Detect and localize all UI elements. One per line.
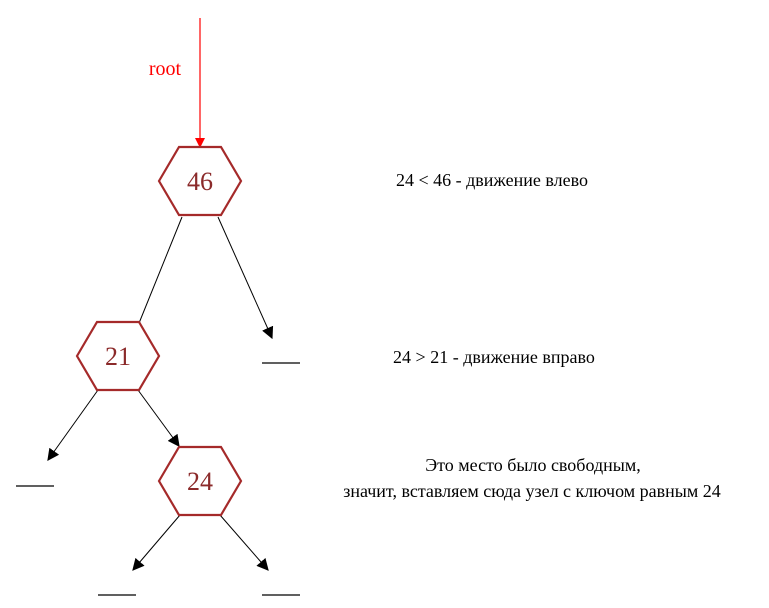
node-key: 21	[105, 342, 131, 371]
edge-21-right	[137, 389, 180, 447]
node-hexagon	[157, 445, 243, 517]
edge-46-left	[131, 216, 183, 340]
tree-node-21: 21	[75, 320, 161, 392]
node-key: 46	[187, 167, 213, 196]
note-step-1: 24 < 46 - движение влево	[396, 170, 588, 190]
root-pointer: root	[149, 18, 205, 148]
tree-node-24: 24	[157, 445, 243, 517]
edge-46-right	[217, 216, 274, 340]
node-hexagon	[157, 145, 243, 217]
edge-24-right	[219, 514, 269, 571]
node-key: 24	[187, 467, 213, 496]
node-hexagon	[75, 320, 161, 392]
tree-edges	[47, 216, 274, 571]
note-step-3-line-1: Это место было свободным,	[425, 455, 640, 475]
root-label: root	[149, 58, 182, 80]
tree-node-46: 46	[157, 145, 243, 217]
edge-24-left	[132, 514, 181, 571]
edge-21-left	[47, 389, 99, 461]
null-children	[16, 362, 300, 596]
notes: 24 < 46 - движение влево 24 > 21 - движе…	[343, 170, 721, 501]
note-step-2: 24 > 21 - движение вправо	[393, 347, 595, 367]
note-step-3-line-2: значит, вставляем сюда узел с ключом рав…	[343, 481, 721, 501]
